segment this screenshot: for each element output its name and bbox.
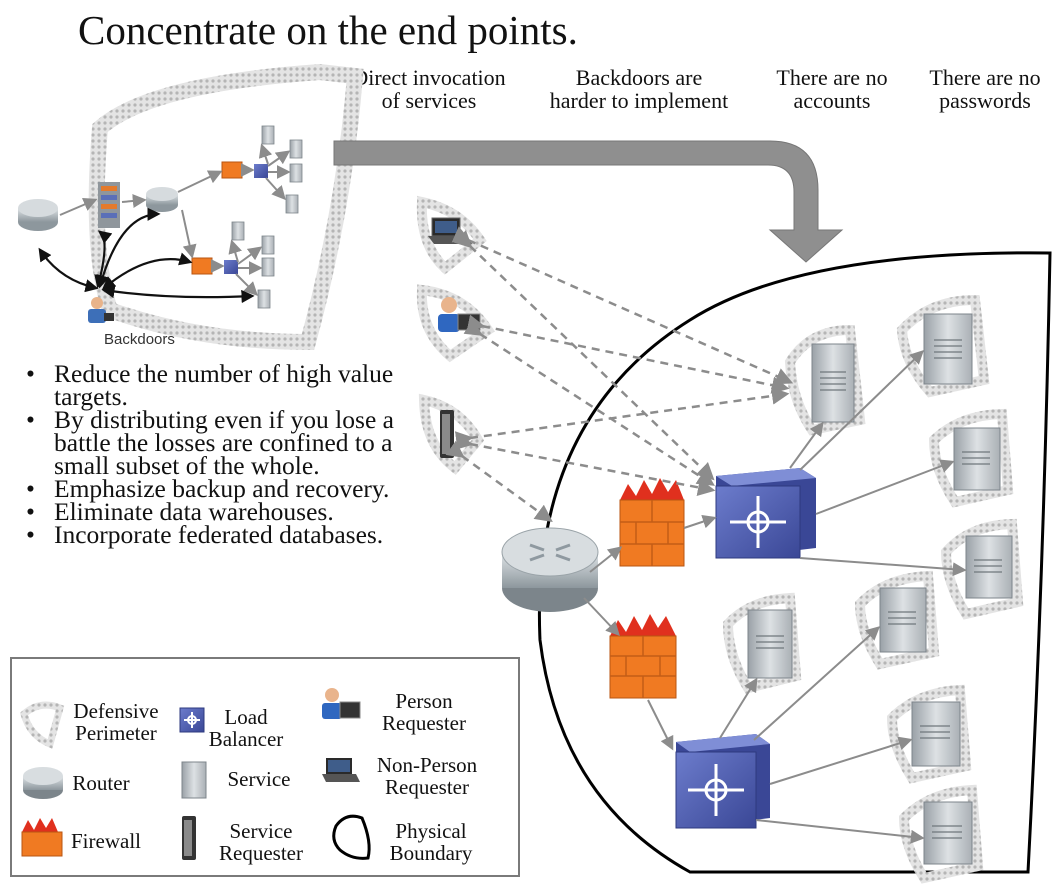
- legend-label-person-requester: Person Requester: [382, 689, 466, 735]
- small-router2-icon: [146, 187, 178, 212]
- header-direct-invocation: Direct invocation of services: [352, 65, 506, 113]
- load-balancer-icon-top: [715, 468, 816, 559]
- legend-router-icon: [23, 767, 63, 799]
- small-service-icons: [231, 125, 303, 309]
- legend-label-router: Router: [72, 771, 130, 795]
- legend-label-firewall: Firewall: [71, 829, 141, 853]
- request-dashed-lines: [445, 226, 794, 523]
- small-gateway-rack-icon: [98, 182, 120, 228]
- small-load-balancer-icon: [224, 260, 238, 274]
- legend-person-requester-icon: [322, 688, 361, 719]
- small-load-balancer-icon: [254, 164, 268, 178]
- legend-non-person-requester-icon: [322, 758, 360, 782]
- legend-label-physical-boundary: Physical Boundary: [389, 819, 473, 865]
- legend-firewall-icon: [21, 818, 63, 857]
- big-curved-arrow: [333, 140, 844, 263]
- page-title: Concentrate on the end points.: [78, 7, 578, 53]
- legend-icons: [20, 688, 371, 860]
- small-router-icon: [18, 199, 58, 231]
- physical-boundary: [537, 251, 1052, 874]
- bullet-list: Reduce the number of high value targets.…: [22, 361, 442, 548]
- header-no-accounts: There are no accounts: [776, 65, 888, 113]
- small-person-requester-icon: [88, 297, 114, 323]
- service-requester-icon: [440, 410, 454, 458]
- legend-box: [10, 657, 520, 877]
- service-icons: [747, 313, 1013, 865]
- service-vents: [756, 339, 1002, 839]
- legend-label-non-person-requester: Non-Person Requester: [376, 753, 478, 799]
- bullet-item: Incorporate federated databases.: [22, 522, 442, 548]
- internal-arrows: [583, 350, 967, 844]
- router-icon: [501, 527, 599, 612]
- load-balancer-icon-bottom: [675, 734, 770, 829]
- legend-service-requester-icon: [182, 816, 196, 860]
- legend-label-load-balancer: Load Balancer: [208, 705, 284, 751]
- legend-defensive-perimeter-icon: [20, 701, 65, 749]
- firewall-icon-bottom: [609, 614, 677, 699]
- bullet-item: Reduce the number of high value targets.: [22, 361, 442, 410]
- legend-label-defensive-perimeter: Defensive Perimeter: [73, 699, 159, 745]
- legend-load-balancer-icon: [179, 707, 205, 733]
- firewall-icon-top: [619, 478, 685, 567]
- bullet-item: By distributing even if you lose a battl…: [22, 407, 442, 479]
- header-backdoors-harder: Backdoors are harder to implement: [549, 65, 729, 113]
- legend-label-service-requester: Service Requester: [219, 819, 303, 865]
- small-firewall-icon: [221, 161, 243, 179]
- legend-label-service: Service: [227, 767, 291, 791]
- small-firewall-icon: [191, 257, 213, 275]
- small-network-diagram: [18, 63, 364, 351]
- backdoors-label: Backdoors: [104, 331, 175, 348]
- header-no-passwords: There are no passwords: [929, 65, 1041, 113]
- legend-service-icon: [181, 761, 207, 799]
- small-defensive-perimeter: [88, 63, 364, 351]
- legend-physical-boundary-icon: [332, 814, 371, 860]
